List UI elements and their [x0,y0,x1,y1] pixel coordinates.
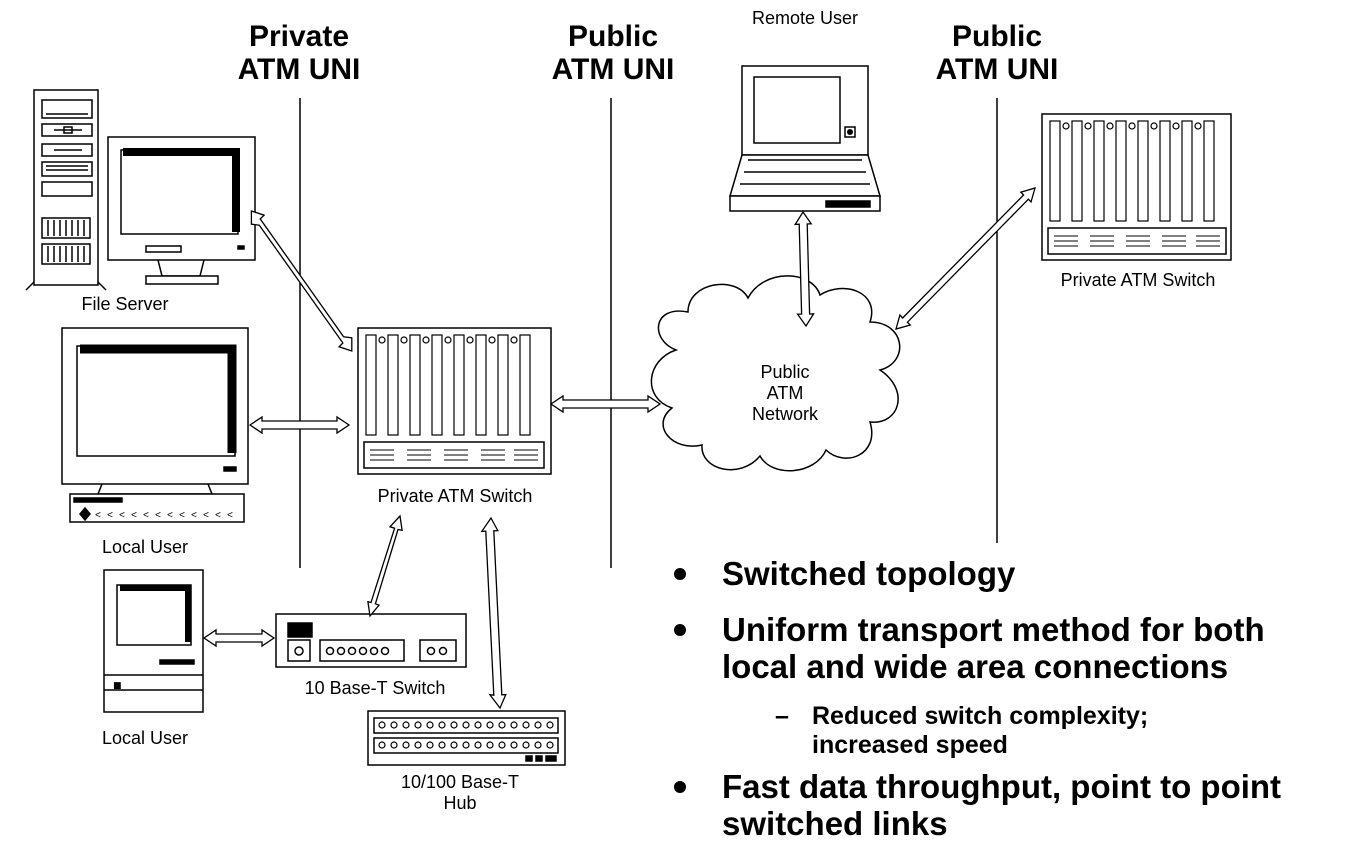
svg-text:■: ■ [113,681,122,691]
private-uni-label-line-2: ATM UNI [237,53,361,86]
public-uni-label-right-line-1: Public [951,20,1042,53]
central-atm-switch-icon [357,327,552,475]
public-uni-label-right: Public ATM UNI [912,20,1082,86]
arrow-laptop-to-cloud [793,210,815,328]
arrow-switch-to-ten-base-switch [367,514,403,618]
sub-bullet-line-1: Reduced switch complexity; [812,702,1149,730]
local-user-2-caption: Local User [101,728,189,748]
arrow-switch-to-cloud [549,394,662,414]
ten-base-t-switch-icon [275,613,467,668]
arrow-file-server-to-switch [250,210,353,352]
local-user-1-caption: Local User [101,537,189,557]
cloud-icon [650,275,901,472]
public-network-caption-line-2: ATM [766,383,804,403]
connector-arrows [202,187,1036,710]
public-network-caption-line-1: Public [760,362,810,382]
bullet-3-text: Fast data throughput, point to point swi… [722,768,1281,842]
sub-bullet-text: Reduced switch complexity; increased spe… [812,702,1148,760]
tower-server-icon [25,89,107,291]
ten-base-t-switch-caption: 10 Base-T Switch [304,678,446,698]
arrow-switch-to-hub [480,516,507,710]
public-uni-label-left-line-1: Public [567,20,658,53]
public-network-caption: Public ATM Network [720,362,850,425]
bullet-2-line-1: Uniform transport method for both [722,611,1265,648]
local-user-monitor-icon: < < < < < < < < < < < < [61,327,249,523]
arrow-cloud-to-right-switch [895,187,1036,330]
public-network-caption-line-3: Network [751,404,818,424]
compact-computer-icon: ■ [103,569,204,713]
file-server-caption: File Server [81,294,169,314]
bullet-2-text: Uniform transport method for both local … [722,611,1265,685]
svg-text:< < < < < < < < < < < <: < < < < < < < < < < < < [95,511,233,522]
hub-caption: 10/100 Base-T Hub [370,772,550,814]
bullet-dot-1 [674,568,686,580]
bullet-1-text: Switched topology [722,555,1016,592]
arrow-local-user-to-switch [248,415,351,435]
sub-bullet-dash: – [775,702,789,730]
bullet-3-line-1: Fast data throughput, point to point [722,768,1282,805]
right-atm-switch-icon [1041,113,1232,261]
bullet-dot-2 [674,624,686,636]
right-switch-caption: Private ATM Switch [1060,270,1216,290]
laptop-icon [728,65,882,212]
public-uni-label-right-line-2: ATM UNI [935,53,1059,86]
hub-icon [367,710,566,766]
remote-user-caption: Remote User [751,8,859,28]
public-uni-label-left: Public ATM UNI [528,20,698,86]
private-uni-label: Private ATM UNI [214,20,384,86]
hub-caption-line-2: Hub [443,793,477,813]
arrow-compact-to-ten-base-switch [202,628,276,648]
private-uni-label-line-1: Private [248,20,350,53]
central-switch-caption: Private ATM Switch [377,486,533,506]
bullet-dot-3 [674,781,686,793]
bullet-3-line-2: switched links [722,805,948,842]
hub-caption-line-1: 10/100 Base-T [400,772,520,792]
sub-bullet-line-2: increased speed [812,731,1008,759]
public-uni-label-left-line-2: ATM UNI [551,53,675,86]
file-server-monitor-icon [107,136,256,285]
bullet-2-line-2: local and wide area connections [722,648,1229,685]
